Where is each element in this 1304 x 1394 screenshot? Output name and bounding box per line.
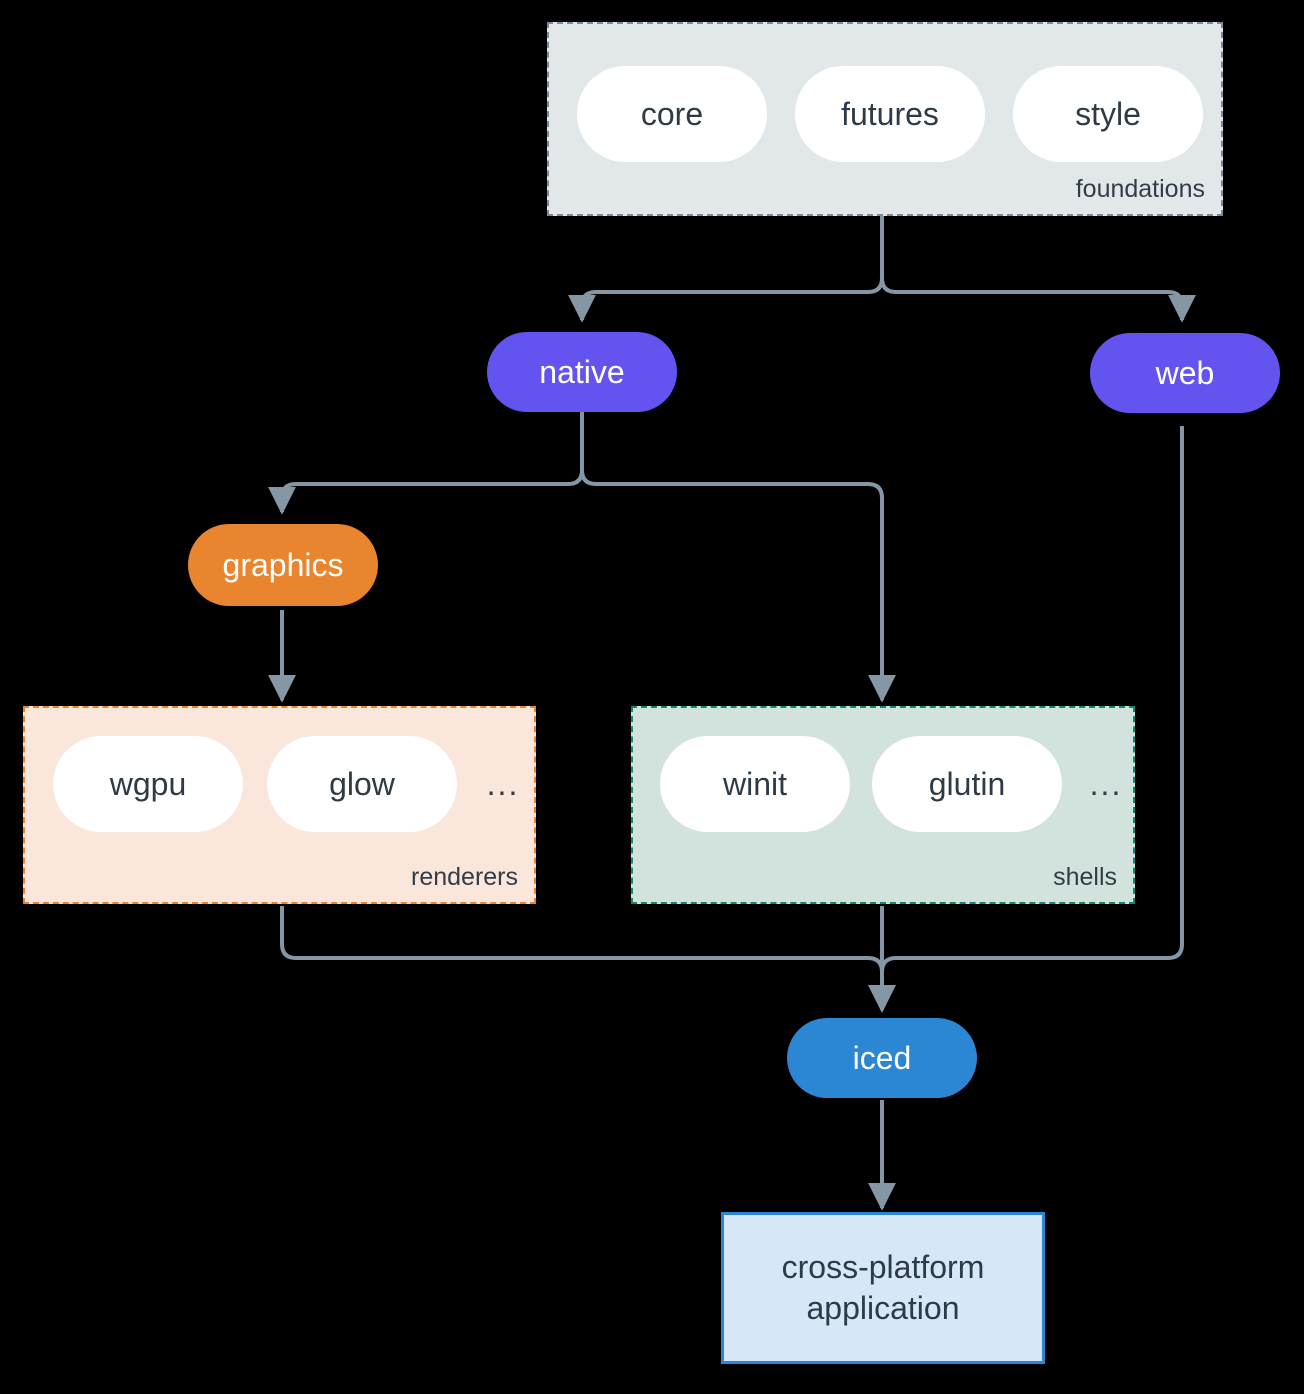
node-glutin-label: glutin <box>928 765 1006 802</box>
cluster-renderers-items: wgpu glow ... <box>53 736 525 832</box>
node-cross-platform-application[interactable]: cross-platform application <box>721 1212 1045 1364</box>
node-iced-label: iced <box>852 1039 912 1076</box>
edge-native-to-shells <box>580 469 896 703</box>
edge-native-to-graphics <box>268 412 584 515</box>
node-glutin[interactable]: glutin <box>872 736 1062 832</box>
node-futures-label: futures <box>841 95 939 132</box>
shells-ellipsis: ... <box>1089 765 1123 802</box>
node-graphics-label: graphics <box>222 546 344 583</box>
cluster-foundations: core futures style foundations <box>547 22 1223 216</box>
node-web-label: web <box>1155 354 1215 391</box>
cluster-shells-items: winit glutin ... <box>660 736 1128 832</box>
node-winit[interactable]: winit <box>660 736 850 832</box>
edge-foundations-to-native <box>568 216 884 323</box>
cluster-shells-label: shells <box>1053 863 1117 891</box>
node-native-label: native <box>539 353 625 390</box>
node-style-label: style <box>1075 95 1141 132</box>
application-label-line1: cross-platform <box>781 1249 985 1286</box>
cluster-foundations-items: core futures style <box>577 66 1203 162</box>
node-wgpu[interactable]: wgpu <box>53 736 243 832</box>
edge-foundations-to-web <box>880 277 1196 323</box>
cluster-renderers: wgpu glow ... renderers <box>23 706 536 904</box>
node-core-label: core <box>640 95 704 132</box>
cluster-shells: winit glutin ... shells <box>631 706 1135 904</box>
node-style[interactable]: style <box>1013 66 1203 162</box>
node-native[interactable]: native <box>487 332 677 412</box>
node-web[interactable]: web <box>1090 333 1280 413</box>
node-graphics[interactable]: graphics <box>188 524 378 606</box>
node-iced[interactable]: iced <box>787 1018 977 1098</box>
node-winit-label: winit <box>722 765 787 802</box>
cluster-renderers-label: renderers <box>411 863 518 891</box>
renderers-ellipsis: ... <box>486 765 520 802</box>
node-glow-label: glow <box>329 765 395 802</box>
node-futures[interactable]: futures <box>795 66 985 162</box>
node-glow[interactable]: glow <box>267 736 457 832</box>
node-core[interactable]: core <box>577 66 767 162</box>
application-label-line2: application <box>806 1290 960 1326</box>
edge-renderers-to-iced <box>280 906 896 1013</box>
cluster-foundations-label: foundations <box>1075 175 1205 203</box>
node-wgpu-label: wgpu <box>109 765 187 802</box>
